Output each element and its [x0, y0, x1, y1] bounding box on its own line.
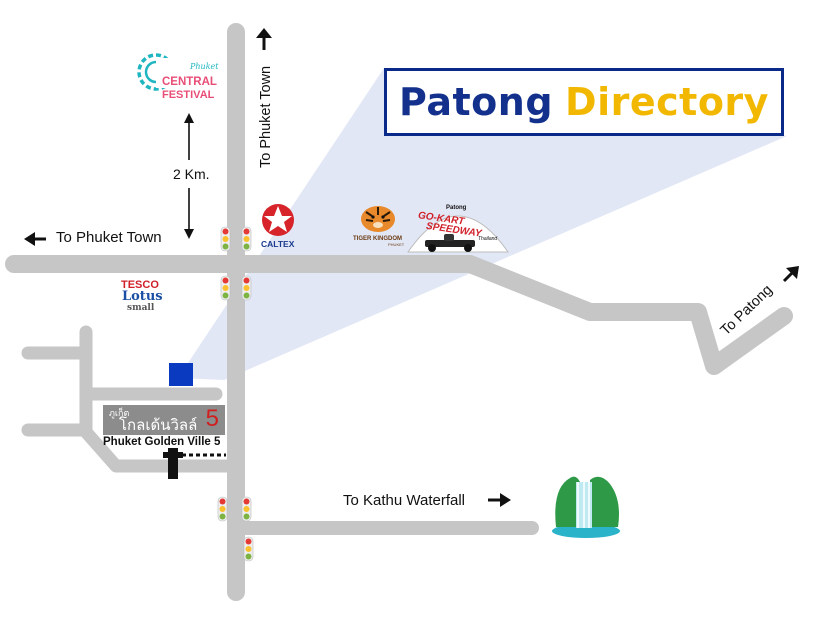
project-location-marker — [169, 363, 193, 386]
arrow-northeast-icon — [782, 266, 799, 283]
central-festival-logo: Phuket CENTRAL FESTIVAL — [137, 53, 219, 101]
central-festival-line2: FESTIVAL — [162, 89, 215, 101]
traffic-light-icon — [241, 275, 252, 301]
tiger-kingdom-logo: TIGER KINGDOM PHUKET — [353, 206, 405, 247]
project-sign-small: ภูเก็ต — [109, 408, 130, 418]
traffic-light-icon — [217, 496, 228, 522]
map-title: Patong Directory — [384, 68, 784, 136]
gokart-speedway-logo: Patong GO-KART SPEEDWAY Thailand — [407, 205, 509, 253]
label-to-phuket-town-west: To Phuket Town — [56, 229, 162, 246]
tesco-text: TESCO — [121, 279, 159, 291]
caltex-logo: CALTEX — [261, 204, 295, 249]
gokart-sub: Thailand — [478, 236, 497, 242]
project-sign-number: 5 — [205, 405, 219, 432]
label-distance: 2 Km. — [171, 166, 212, 182]
traffic-light-icon — [220, 275, 231, 301]
arrow-west-icon — [24, 232, 46, 246]
road-network — [5, 23, 793, 601]
central-festival-swirl-icon — [137, 53, 178, 91]
traffic-light-icon — [241, 496, 252, 522]
highlight-cone — [178, 68, 787, 380]
distance-arrow-icon — [184, 113, 194, 239]
main-road-to-patong — [5, 255, 793, 375]
arrow-north-icon — [256, 28, 272, 50]
caltex-text: CALTEX — [261, 239, 295, 249]
traffic-light-icon — [241, 226, 252, 252]
tesco-lotus-logo: TESCO Lotus small — [121, 279, 163, 313]
label-project-name: Phuket Golden Ville 5 — [103, 436, 221, 448]
gokart-car-icon — [425, 234, 475, 252]
tiger-kingdom-text: TIGER KINGDOM — [353, 236, 402, 242]
small-text: small — [127, 303, 155, 313]
title-part1: Patong — [399, 80, 554, 124]
project-gate — [163, 448, 226, 479]
central-festival-line1: CENTRAL — [162, 76, 217, 88]
waterfall-icon — [552, 476, 620, 538]
lotus-text: Lotus — [122, 289, 163, 304]
label-to-kathu-waterfall: To Kathu Waterfall — [343, 492, 465, 509]
project-sign-main: โกลเด้นวิลล์ — [119, 417, 198, 434]
label-to-phuket-town-north: To Phuket Town — [258, 66, 274, 168]
tiger-head-icon — [361, 206, 395, 232]
tiger-kingdom-sub: PHUKET — [388, 242, 405, 247]
title-part2: Directory — [565, 80, 769, 124]
central-festival-small-text: Phuket — [189, 62, 219, 71]
traffic-light-icon — [220, 226, 231, 252]
project-sign: ภูเก็ต โกลเด้นวิลล์ 5 — [103, 405, 225, 435]
arrow-east-icon — [488, 493, 511, 507]
traffic-light-icon — [243, 536, 254, 562]
gokart-small-text: Patong — [446, 205, 467, 211]
